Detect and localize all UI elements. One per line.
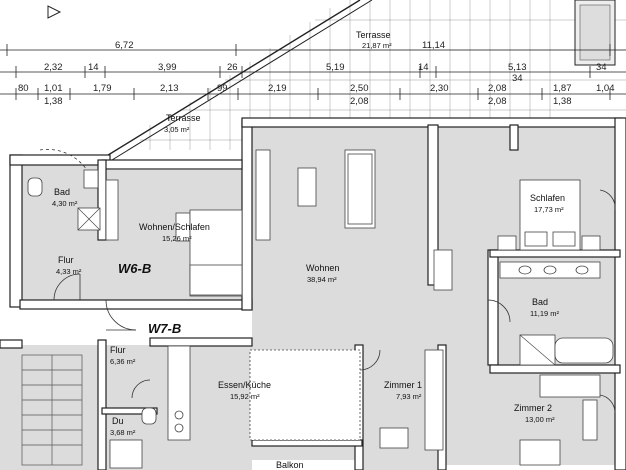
label-zimmer1: Zimmer 1 — [384, 380, 422, 390]
label-du: Du — [112, 416, 124, 426]
label-schlafen: Schlafen — [530, 193, 565, 203]
dim-1-79: 1,79 — [93, 83, 112, 94]
dim-2-32: 2,32 — [44, 62, 63, 73]
dim-99: 99 — [217, 83, 228, 94]
dim-1-38-a: 1,38 — [44, 96, 63, 107]
dim-1-87: 1,87 — [553, 83, 572, 94]
area-bad-w7: 11,19 m² — [530, 309, 560, 318]
label-wohnen-schlafen: Wohnen/Schlafen — [139, 222, 210, 232]
dim-2-08-top: 2,08 — [488, 83, 507, 94]
area-flur-w6: 4,33 m² — [56, 267, 82, 276]
dim-14-b: 14 — [418, 62, 429, 73]
area-terrasse-top: 21,87 m² — [362, 41, 392, 50]
label-terrasse-top: Terrasse — [356, 30, 391, 40]
area-wohnen: 38,94 m² — [307, 275, 337, 284]
dim-2-50: 2,50 — [350, 83, 369, 94]
area-flur-w7: 6,36 m² — [110, 357, 136, 366]
walls — [0, 117, 626, 470]
dim-34-a: 34 — [596, 62, 607, 73]
dim-34-b: 34 — [512, 73, 523, 84]
label-balkon: Balkon — [276, 460, 304, 470]
dim-26: 26 — [227, 62, 238, 73]
dim-6-72: 6,72 — [115, 40, 134, 51]
label-essen-kueche: Essen/Küche — [218, 380, 271, 390]
label-zimmer2: Zimmer 2 — [514, 403, 552, 413]
doors — [39, 149, 616, 414]
area-wohnen-schlafen: 15,26 m² — [162, 234, 192, 243]
area-terrasse-left: 3,05 m² — [164, 125, 190, 134]
dim-80: 80 — [18, 83, 29, 94]
unit-w7b: W7-B — [148, 321, 181, 336]
area-bad-w6: 4,30 m² — [52, 199, 78, 208]
dim-1-38-b: 1,38 — [553, 96, 572, 107]
dim-14-a: 14 — [88, 62, 99, 73]
label-flur-w7: Flur — [110, 345, 126, 355]
dim-2-08-b: 2,08 — [488, 96, 507, 107]
area-zimmer2: 13,00 m² — [525, 415, 555, 424]
area-zimmer1: 7,93 m² — [396, 392, 422, 401]
area-du: 3,68 m² — [110, 428, 136, 437]
dim-2-08-a: 2,08 — [350, 96, 369, 107]
dim-2-30: 2,30 — [430, 83, 449, 94]
dim-3-99: 3,99 — [158, 62, 177, 73]
dim-1-01: 1,01 — [44, 83, 63, 94]
dimension-lines — [0, 44, 626, 100]
dim-5-13: 5,13 — [508, 62, 527, 73]
label-wohnen: Wohnen — [306, 263, 339, 273]
area-essen-kueche: 15,92 m² — [230, 392, 260, 401]
dim-2-19: 2,19 — [268, 83, 287, 94]
room-labels: Terrasse 21,87 m² Terrasse 3,05 m² Bad 4… — [52, 30, 565, 470]
furniture — [21, 149, 614, 469]
label-bad-w7: Bad — [532, 297, 548, 307]
dim-11-14: 11,14 — [422, 40, 445, 51]
dimension-labels: 6,72 11,14 2,32 14 3,99 26 5,19 14 5,13 … — [18, 40, 615, 107]
label-terrasse-left: Terrasse — [166, 113, 201, 123]
dim-5-19: 5,19 — [326, 62, 345, 73]
dim-2-13: 2,13 — [160, 83, 179, 94]
label-flur-w6: Flur — [58, 255, 74, 265]
area-schlafen: 17,73 m² — [534, 205, 564, 214]
label-bad-w6: Bad — [54, 187, 70, 197]
unit-w6b: W6-B — [118, 261, 151, 276]
dim-1-04: 1,04 — [596, 83, 615, 94]
